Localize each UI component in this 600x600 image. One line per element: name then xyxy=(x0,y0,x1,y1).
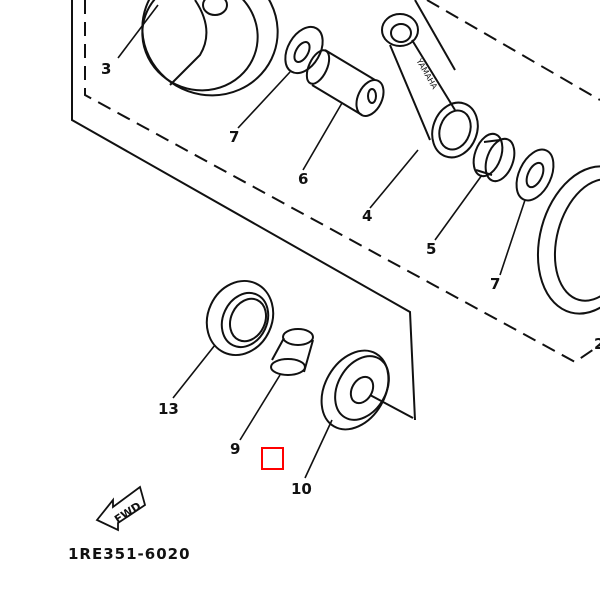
crank-half-left xyxy=(141,0,279,97)
callout-7-right: 7 xyxy=(490,275,501,293)
callout-9: 9 xyxy=(230,440,241,458)
leader-lines xyxy=(117,4,526,479)
needle-bearing xyxy=(472,132,516,183)
part-number: 1RE351-6020 xyxy=(68,545,191,563)
callout-10: 10 xyxy=(291,480,312,498)
crank-half-right xyxy=(536,165,600,315)
rod-brand-text: YAMAHA xyxy=(414,56,439,91)
ball-bearing xyxy=(320,349,414,431)
thrust-washer-right xyxy=(515,148,555,202)
callout-7-left: 7 xyxy=(229,128,240,146)
frame-solid-line xyxy=(71,0,416,421)
highlight-marker xyxy=(261,447,284,470)
fwd-arrow-icon: FWD xyxy=(95,485,147,532)
callout-6: 6 xyxy=(298,170,309,188)
callout-2-partial: 2 xyxy=(594,335,600,353)
oil-seal xyxy=(205,280,275,356)
frame-dashed-line xyxy=(84,0,600,364)
connecting-rod: YAMAHA xyxy=(381,13,479,159)
collar xyxy=(270,328,314,376)
callout-3: 3 xyxy=(101,60,112,78)
crank-pin xyxy=(305,49,385,117)
thrust-washer-left xyxy=(284,25,324,75)
callout-5: 5 xyxy=(426,240,437,258)
callout-4: 4 xyxy=(362,207,373,225)
callout-13: 13 xyxy=(158,400,179,418)
frame-line-top xyxy=(414,0,456,71)
frame-dashed-top xyxy=(426,0,600,101)
